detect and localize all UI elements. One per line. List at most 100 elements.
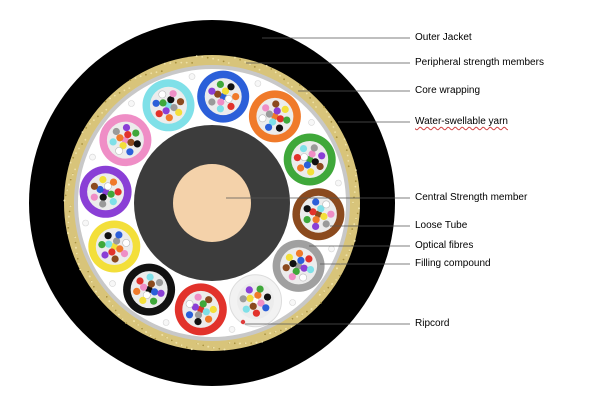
optical-fibre — [205, 315, 213, 323]
label-filling-compound: Filling compound — [415, 258, 491, 269]
optical-fibre — [242, 305, 250, 313]
yarn-strand — [228, 326, 236, 333]
optical-fibre — [300, 153, 309, 161]
optical-fibre — [150, 297, 158, 305]
optical-fibre — [314, 210, 322, 218]
loose-tube-yellow — [88, 220, 141, 273]
optical-fibre — [303, 216, 311, 224]
optical-fibre — [276, 115, 284, 123]
optical-fibre — [205, 296, 213, 304]
optical-fibre — [120, 250, 129, 258]
optical-fibre — [139, 296, 147, 304]
central-strength-member — [173, 164, 251, 242]
optical-fibre — [185, 311, 194, 319]
loose-tube-green — [283, 133, 336, 186]
optical-fibre — [133, 140, 141, 148]
label-loose-tube: Loose Tube — [415, 220, 468, 231]
optical-fibre — [293, 154, 301, 162]
optical-fibre — [157, 289, 165, 297]
loose-tube-blue — [197, 70, 250, 123]
optical-fibre — [98, 241, 106, 249]
optical-fibre — [155, 110, 163, 118]
optical-fibre — [133, 287, 141, 295]
ripcord — [240, 319, 246, 325]
loose-tube-brown — [292, 188, 345, 241]
label-outer-jacket: Outer Jacket — [415, 32, 472, 43]
optical-fibre — [289, 260, 297, 268]
optical-fibre — [147, 280, 155, 288]
optical-fibre — [152, 99, 160, 107]
optical-fibre — [317, 205, 325, 213]
optical-fibre — [273, 107, 281, 115]
optical-fibre — [176, 98, 185, 106]
optical-fibre — [109, 138, 117, 146]
optical-fibre — [232, 93, 240, 101]
optical-fibre — [202, 308, 210, 316]
optical-fibre — [191, 303, 199, 311]
optical-fibre — [197, 305, 205, 313]
yarn-strand — [328, 245, 335, 253]
loose-tube-white — [229, 274, 282, 328]
optical-fibre — [306, 266, 315, 274]
optical-fibre — [167, 96, 175, 104]
optical-fibre — [124, 131, 132, 139]
optical-fibre — [169, 90, 177, 98]
optical-fibre — [216, 80, 224, 88]
optical-fibre — [104, 182, 112, 191]
optical-fibre — [310, 144, 318, 152]
optical-fibre — [119, 142, 127, 150]
label-central-strength-member: Central Strength member — [415, 192, 528, 203]
optical-fibre — [300, 264, 308, 272]
yarn-strand — [162, 319, 170, 326]
optical-fibre — [275, 124, 284, 132]
optical-fibre — [299, 145, 308, 153]
label-optical-fibres: Optical fibres — [415, 240, 474, 251]
optical-fibre — [164, 101, 173, 109]
optical-fibre — [122, 124, 131, 132]
optical-fibre — [107, 190, 115, 198]
optical-fibre — [101, 251, 109, 259]
optical-fibre — [263, 293, 272, 301]
optical-fibre — [308, 150, 316, 158]
optical-fibre — [159, 99, 167, 107]
optical-fibre — [312, 216, 320, 224]
optical-fibre — [111, 255, 119, 263]
optical-fibre — [185, 299, 194, 308]
yarn-strand — [89, 153, 96, 161]
label-water-swellable-yarn: Water-swellable yarn — [415, 116, 508, 127]
optical-fibre — [96, 185, 104, 194]
loose-tube-orange — [248, 90, 301, 143]
optical-fibre — [108, 248, 116, 256]
optical-fibre — [116, 245, 124, 253]
optical-fibre — [312, 222, 320, 230]
optical-fibre — [136, 277, 144, 285]
optical-fibre — [99, 176, 107, 184]
optical-fibre — [254, 291, 262, 299]
optical-fibre — [307, 168, 315, 176]
optical-fibre — [194, 318, 202, 326]
optical-fibre — [311, 158, 319, 166]
optical-fibre — [303, 205, 311, 213]
optical-fibre — [227, 83, 235, 91]
optical-fibre — [165, 114, 173, 122]
loose-tube-aqua — [142, 79, 195, 132]
optical-fibre — [132, 129, 140, 137]
optical-fibre — [265, 110, 273, 118]
optical-fibre — [116, 134, 124, 142]
optical-fibre — [194, 311, 203, 319]
optical-fibre — [249, 302, 257, 310]
optical-fibre — [221, 87, 230, 95]
optical-fibre — [209, 305, 217, 314]
optical-fibre — [252, 309, 260, 317]
optical-fibre — [245, 286, 253, 294]
optical-fibre — [121, 136, 129, 144]
optical-fibre — [224, 95, 233, 103]
water-swellable-yarn — [82, 73, 342, 333]
optical-fibre — [295, 262, 303, 270]
optical-fibre — [288, 273, 296, 281]
optical-fibre — [327, 210, 335, 218]
loose-tube-slate — [272, 239, 325, 292]
yarn-strand — [82, 219, 89, 227]
optical-fibre — [109, 178, 118, 186]
